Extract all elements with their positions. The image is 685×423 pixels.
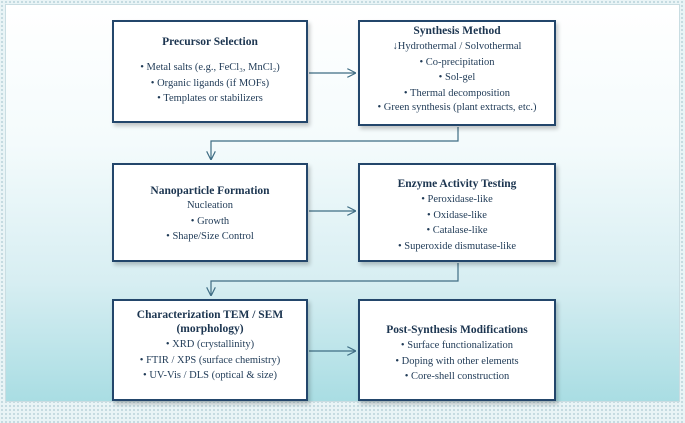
box-title: Post-Synthesis Modifications (386, 324, 528, 336)
list-item: • Thermal decomposition (403, 87, 511, 99)
list-item: • Superoxide dismutase-like (398, 240, 516, 252)
box-title: Characterization TEM / SEM (morphology) (136, 309, 284, 335)
list-item: • FTIR / XPS (surface chemistry) (139, 354, 281, 366)
box-item-list: • Metal salts (e.g., FeCl₃, MnCl₂) • Org… (114, 60, 306, 107)
synthesis-method-box: Synthesis Method ↓Hydrothermal / Solvoth… (358, 20, 556, 126)
list-item: • XRD (crystallinity) (165, 339, 255, 350)
post-synthesis-modifications-box: Post-Synthesis Modifications • Surface f… (358, 299, 556, 401)
list-item: • Growth (190, 215, 230, 227)
box-item-list: ↓Hydrothermal / Solvothermal • Co-precip… (360, 39, 554, 114)
list-item: • Organic ligands (if MOFs) (150, 77, 270, 89)
list-item: • Green synthesis (plant extracts, etc.) (377, 102, 537, 113)
list-item: • Templates or stabilizers (157, 93, 263, 104)
box-item-list: • Surface functionalization • Doping wit… (360, 338, 554, 385)
nanoparticle-formation-box: Nanoparticle Formation Nucleation • Grow… (112, 163, 308, 262)
box-title: Enzyme Activity Testing (397, 178, 517, 190)
list-item: • Catalase-like (426, 225, 488, 236)
box-item-list: • Peroxidase-like • Oxidase-like • Catal… (360, 192, 554, 254)
list-item: • UV-Vis / DLS (optical & size) (143, 370, 277, 381)
list-item: • Peroxidase-like (421, 194, 493, 205)
list-item: • Metal salts (e.g., FeCl₃, MnCl₂) (140, 62, 280, 73)
box-item-list: Nucleation • Growth • Shape/Size Control (114, 198, 306, 245)
list-item: • Oxidase-like (427, 209, 487, 221)
list-item: Nucleation (186, 200, 234, 211)
box-title: Precursor Selection (162, 36, 258, 48)
precursor-selection-box: Precursor Selection • Metal salts (e.g.,… (112, 20, 308, 123)
list-item: • Surface functionalization (400, 340, 514, 351)
characterization-box: Characterization TEM / SEM (morphology) … (112, 299, 308, 401)
box-title: Nanoparticle Formation (150, 185, 270, 197)
list-item: ↓Hydrothermal / Solvothermal (392, 41, 522, 52)
list-item: • Shape/Size Control (166, 231, 254, 242)
list-item: • Co-precipitation (419, 56, 495, 68)
box-item-list: • XRD (crystallinity) • FTIR / XPS (surf… (114, 337, 306, 384)
box-title: Synthesis Method (413, 25, 501, 37)
enzyme-activity-testing-box: Enzyme Activity Testing • Peroxidase-lik… (358, 163, 556, 262)
list-item: • Doping with other elements (395, 355, 519, 367)
list-item: • Sol-gel (438, 72, 476, 83)
diagram-panel (5, 4, 680, 402)
list-item: • Core-shell construction (404, 371, 510, 382)
